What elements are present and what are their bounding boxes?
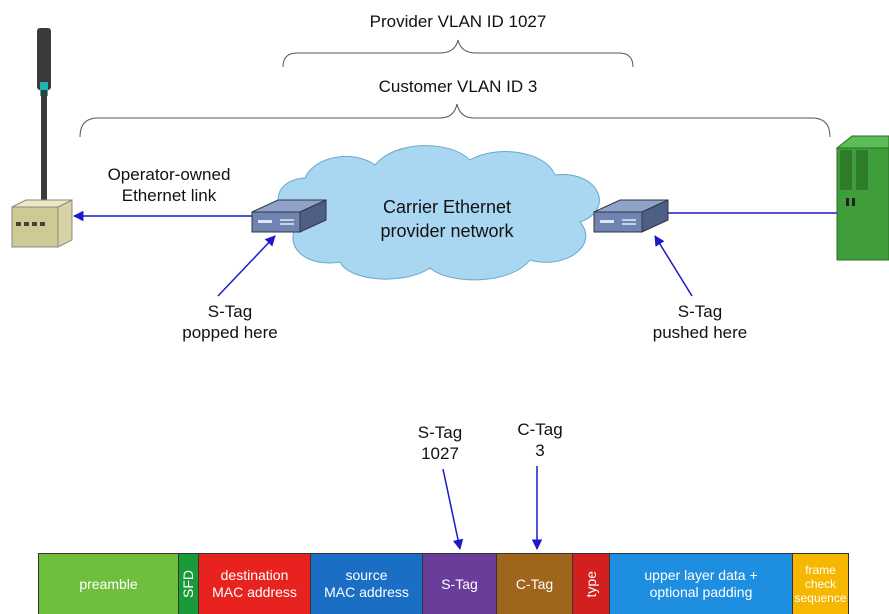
field-preamble: preamble xyxy=(38,553,179,614)
customer-vlan-label: Customer VLAN ID 3 xyxy=(378,77,538,96)
operator-link-line1: Operator-owned xyxy=(107,165,231,184)
field-payload-line2: optional padding xyxy=(649,584,753,600)
stag-pushed-line1: S-Tag xyxy=(677,302,723,321)
field-destination-line1: destination xyxy=(220,567,289,583)
stag-pushed-line2: pushed here xyxy=(652,323,748,342)
field-preamble-label: preamble xyxy=(79,575,138,592)
field-fcs-line1: frame xyxy=(805,563,836,577)
cloud-label: Carrier Ethernet provider network xyxy=(362,195,532,243)
field-payload-line1: upper layer data + xyxy=(644,567,758,583)
field-stag-label: S-Tag xyxy=(441,575,478,592)
customer-vlan-brace xyxy=(79,103,831,138)
field-type: type xyxy=(573,553,610,614)
stag-popped-label: S-Tag popped here xyxy=(170,301,290,343)
ethernet-frame: preamble SFD destination MAC address sou… xyxy=(38,553,849,614)
edge-switch-left-icon xyxy=(251,199,327,233)
field-type-label: type xyxy=(582,570,599,598)
operator-link-line2: Ethernet link xyxy=(121,186,217,205)
provider-cloud-icon xyxy=(277,145,600,281)
operator-link-label: Operator-owned Ethernet link xyxy=(84,164,254,206)
provider-vlan-brace xyxy=(282,39,634,68)
cloud-label-line1: Carrier Ethernet xyxy=(382,197,512,217)
field-source-line2: MAC address xyxy=(324,584,409,600)
field-destination: destination MAC address xyxy=(199,553,311,614)
field-payload: upper layer data + optional padding xyxy=(610,553,793,614)
stag-pushed-label: S-Tag pushed here xyxy=(640,301,760,343)
stag-popped-line2: popped here xyxy=(182,323,278,342)
field-sfd: SFD xyxy=(179,553,199,614)
field-ctag-label: C-Tag xyxy=(515,575,554,592)
cloud-label-line2: provider network xyxy=(380,221,514,241)
field-stag: S-Tag xyxy=(423,553,497,614)
field-source: source MAC address xyxy=(311,553,423,614)
field-ctag: C-Tag xyxy=(497,553,573,614)
stag-value-arrow xyxy=(442,468,464,551)
field-fcs-line3: sequence xyxy=(794,591,847,605)
field-source-line1: source xyxy=(345,567,388,583)
field-fcs: frame check sequence xyxy=(793,553,849,614)
provider-vlan-label: Provider VLAN ID 1027 xyxy=(369,12,547,31)
stag-value-line2: 1027 xyxy=(421,444,459,463)
field-fcs-line2: check xyxy=(804,577,837,591)
stag-popped-line1: S-Tag xyxy=(207,302,253,321)
radio-tower-icon xyxy=(37,28,51,204)
field-sfd-label: SFD xyxy=(180,570,196,598)
ctag-value-line1: C-Tag xyxy=(517,420,563,439)
stag-popped-arrow xyxy=(217,235,276,297)
base-station-icon xyxy=(11,199,73,248)
edge-switch-right-icon xyxy=(593,199,669,233)
ctag-value-label: C-Tag 3 xyxy=(505,419,575,461)
customer-cabinet-icon xyxy=(835,135,889,261)
stag-value-line1: S-Tag xyxy=(417,423,463,442)
stag-value-label: S-Tag 1027 xyxy=(405,422,475,464)
ctag-value-line2: 3 xyxy=(535,441,545,460)
field-destination-line2: MAC address xyxy=(212,584,297,600)
stag-pushed-arrow xyxy=(654,235,693,297)
